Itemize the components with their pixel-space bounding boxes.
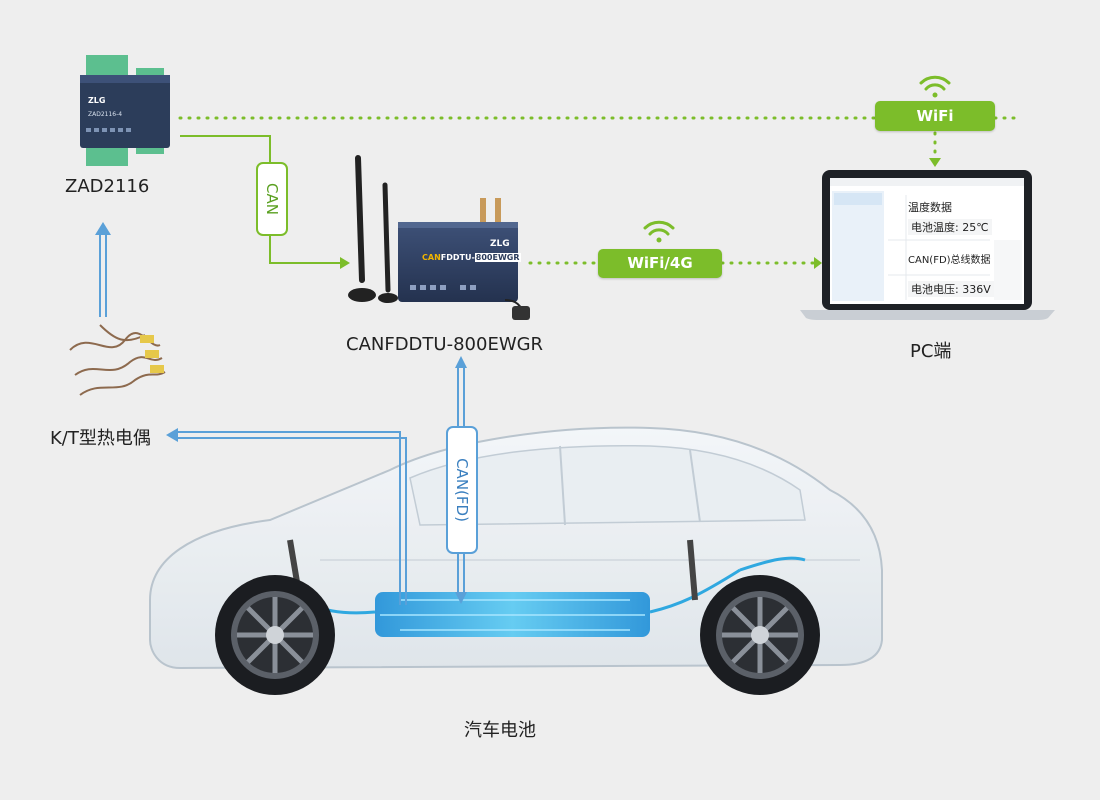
screen-temp-title: 温度数据 — [908, 201, 952, 214]
battery-thermo-link — [175, 431, 401, 605]
gps-module — [512, 306, 530, 320]
canfddtu-device — [348, 155, 530, 320]
canfd-label-box: CAN(FD) — [446, 426, 478, 554]
wifi-pill: WiFi — [875, 101, 995, 131]
zad-model-text: ZAD2116-4 — [88, 111, 123, 118]
dtu-model-text: CANFDDTU-800EWGR — [422, 253, 521, 262]
car-illustration — [149, 426, 883, 695]
rear-wheel — [700, 575, 820, 695]
laptop — [800, 170, 1055, 320]
can-label-box: CAN — [256, 162, 288, 236]
can-label: CAN — [263, 183, 281, 215]
screen-temp-value: 电池温度: 25℃ — [908, 219, 992, 235]
zad2116-device — [80, 55, 170, 166]
zad2116-label: ZAD2116 — [65, 176, 150, 197]
canfddtu-label: CANFDDTU-800EWGR — [346, 334, 544, 355]
dtu-brand: ZLG — [490, 239, 510, 249]
pc-label: PC端 — [910, 341, 952, 362]
antenna — [355, 155, 365, 283]
laptop-base — [800, 310, 1055, 320]
thermocouple-probes — [69, 324, 166, 396]
wifi-icon — [919, 75, 951, 98]
screen-voltage: 电池电压: 336V — [908, 281, 994, 297]
screen-bus-title: CAN(FD)总线数据 — [908, 255, 991, 266]
battery-label: 汽车电池 — [464, 720, 536, 741]
canfd-label: CAN(FD) — [453, 458, 471, 522]
thermocouple-label: K/T型热电偶 — [50, 428, 151, 449]
front-wheel — [215, 575, 335, 695]
wifi-4g-icon — [643, 220, 675, 243]
screen-chart-grid — [888, 195, 990, 300]
zad-brand: ZLG — [88, 96, 106, 105]
dtu-case — [398, 222, 518, 302]
wifi-4g-pill: WiFi/4G — [598, 249, 722, 278]
